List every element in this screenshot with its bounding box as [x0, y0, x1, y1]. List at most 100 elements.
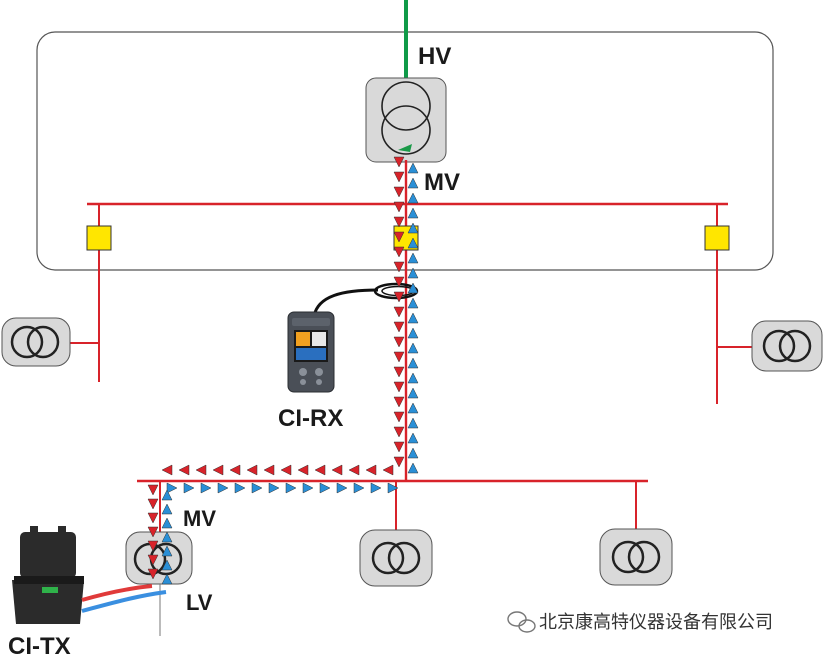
arrow-red	[382, 464, 394, 476]
arrow-blue	[285, 482, 297, 494]
arrow-red	[147, 498, 159, 510]
arrow-blue	[407, 162, 419, 174]
arrow-blue	[319, 482, 331, 494]
arrow-blue	[407, 267, 419, 279]
arrow-red	[161, 464, 173, 476]
transformer-right	[751, 320, 823, 372]
transformer-mv-lv	[125, 531, 193, 585]
arrow-red	[393, 201, 405, 213]
arrow-red	[393, 381, 405, 393]
arrow-red	[393, 306, 405, 318]
arrow-blue	[161, 503, 173, 515]
arrow-red	[246, 464, 258, 476]
arrow-blue	[407, 402, 419, 414]
arrow-blue	[161, 559, 173, 571]
arrow-red	[314, 464, 326, 476]
arrow-red	[393, 186, 405, 198]
arrow-blue	[407, 342, 419, 354]
arrow-blue	[217, 482, 229, 494]
arrow-blue	[407, 237, 419, 249]
arrow-blue	[407, 297, 419, 309]
fuse-right	[704, 225, 730, 251]
cable-blue	[81, 590, 167, 613]
watermark-text: 北京康高特仪器设备有限公司	[539, 612, 773, 633]
arrow-red	[147, 526, 159, 538]
transformer-left	[1, 317, 71, 367]
arrow-red	[393, 336, 405, 348]
arrow-blue	[161, 531, 173, 543]
arrow-red	[229, 464, 241, 476]
signal-arrows	[147, 156, 419, 585]
arrow-blue	[387, 482, 399, 494]
main-transformer	[365, 77, 447, 163]
ci-rx-device	[287, 311, 335, 393]
cable-red	[81, 584, 153, 602]
arrow-red	[147, 554, 159, 566]
arrow-red	[147, 540, 159, 552]
arrow-red	[393, 276, 405, 288]
arrow-red	[147, 568, 159, 580]
ci-tx-device	[12, 526, 84, 624]
arrow-red	[393, 156, 405, 168]
transformer-lower-right	[599, 528, 673, 586]
arrow-blue	[407, 357, 419, 369]
arrow-blue	[183, 482, 195, 494]
arrow-red	[393, 171, 405, 183]
arrow-red	[393, 216, 405, 228]
mv-label-bottom: MV	[183, 506, 216, 531]
arrow-blue	[407, 462, 419, 474]
arrow-red	[393, 441, 405, 453]
arrow-red	[280, 464, 292, 476]
fuse-left	[86, 225, 112, 251]
arrow-blue	[407, 372, 419, 384]
arrow-blue	[407, 327, 419, 339]
arrow-red	[297, 464, 309, 476]
arrow-blue	[407, 207, 419, 219]
arrow-blue	[166, 482, 178, 494]
arrow-blue	[268, 482, 280, 494]
ci-rx-label: CI-RX	[278, 405, 343, 432]
hv-label: HV	[418, 43, 451, 70]
transformer-lower-middle	[359, 529, 433, 587]
arrow-blue	[407, 222, 419, 234]
arrow-blue	[161, 517, 173, 529]
arrow-red	[393, 231, 405, 243]
arrow-red	[147, 512, 159, 524]
arrow-blue	[336, 482, 348, 494]
arrow-red	[348, 464, 360, 476]
arrow-blue	[161, 489, 173, 501]
arrow-blue	[407, 387, 419, 399]
arrow-red	[393, 291, 405, 303]
arrow-red	[393, 321, 405, 333]
arrow-blue	[353, 482, 365, 494]
arrow-red	[195, 464, 207, 476]
arrow-blue	[407, 432, 419, 444]
arrow-blue	[370, 482, 382, 494]
arrow-red	[393, 456, 405, 468]
arrow-blue	[200, 482, 212, 494]
mv-label-top: MV	[424, 169, 460, 196]
arrow-red	[331, 464, 343, 476]
arrow-red	[212, 464, 224, 476]
arrow-blue	[302, 482, 314, 494]
arrow-blue	[407, 192, 419, 204]
arrow-blue	[407, 252, 419, 264]
arrow-red	[178, 464, 190, 476]
arrow-blue	[407, 282, 419, 294]
arrow-blue	[407, 312, 419, 324]
arrow-red	[147, 484, 159, 496]
arrow-blue	[161, 573, 173, 585]
lv-label: LV	[186, 590, 213, 615]
arrow-red	[393, 366, 405, 378]
arrow-red	[393, 351, 405, 363]
arrow-blue	[234, 482, 246, 494]
wechat-icon	[507, 611, 536, 633]
ci-tx-label: CI-TX	[8, 633, 71, 657]
arrow-blue	[161, 545, 173, 557]
arrow-blue	[407, 177, 419, 189]
arrow-blue	[407, 417, 419, 429]
arrow-red	[393, 411, 405, 423]
arrow-blue	[407, 447, 419, 459]
arrow-blue	[251, 482, 263, 494]
